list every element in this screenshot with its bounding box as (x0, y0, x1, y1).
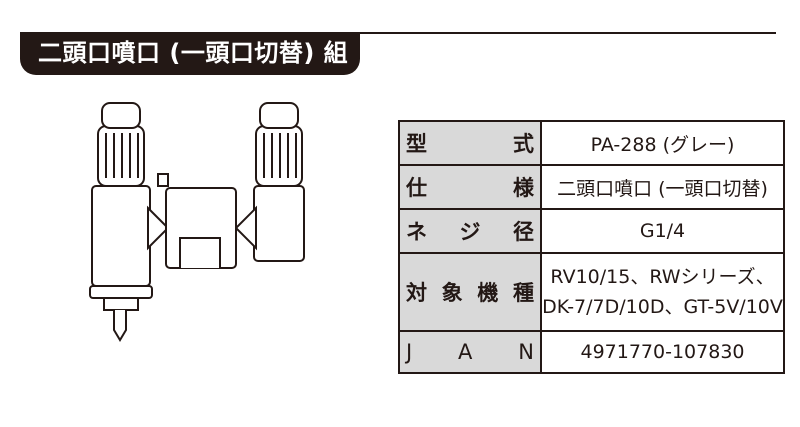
label-char: A (458, 340, 473, 364)
label-char: 型 (406, 132, 427, 156)
nozzle-product-image (89, 102, 305, 342)
label-char: 象 (441, 281, 463, 305)
header-rule (20, 32, 776, 34)
spec-row-thread: ネ ジ 径 G1/4 (398, 208, 785, 254)
spec-table: 型 式 PA-288 (グレー) 仕 様 二頭口噴口 (一頭口切替) ネ ジ 径 G1/… (398, 120, 785, 374)
jan-value: 4971770-107830 (540, 330, 785, 374)
label-char: 対 (406, 281, 427, 305)
label-char: 仕 (406, 176, 427, 200)
label-char: 径 (513, 220, 534, 244)
label-char: J (406, 340, 413, 364)
thread-value: G1/4 (540, 208, 785, 254)
compat-value-line1: RV10/15、RWシリーズ、 (550, 266, 775, 288)
model-value: PA-288 (グレー) (540, 120, 785, 166)
spec-value: 二頭口噴口 (一頭口切替) (540, 164, 785, 210)
page-title: 二頭口噴口 (一頭口切替) 組 (20, 32, 360, 75)
label-char: 式 (513, 132, 534, 156)
label-char: ネ (406, 220, 427, 244)
label-char: 機 (477, 281, 499, 305)
label-char: 種 (512, 281, 534, 305)
spec-row-model: 型 式 PA-288 (グレー) (398, 120, 785, 166)
label-char: N (518, 340, 534, 364)
spec-row-jan: J A N 4971770-107830 (398, 330, 785, 374)
compat-value-line2: DK-7/7D/10D、GT-5V/10V (542, 296, 783, 318)
spec-row-spec: 仕 様 二頭口噴口 (一頭口切替) (398, 164, 785, 210)
label-char: 様 (513, 176, 534, 200)
label-char: ジ (459, 220, 481, 244)
spec-row-compatible-models: 対象機種 RV10/15、RWシリーズ、 DK-7/7D/10D、GT-5V/10… (398, 252, 785, 332)
